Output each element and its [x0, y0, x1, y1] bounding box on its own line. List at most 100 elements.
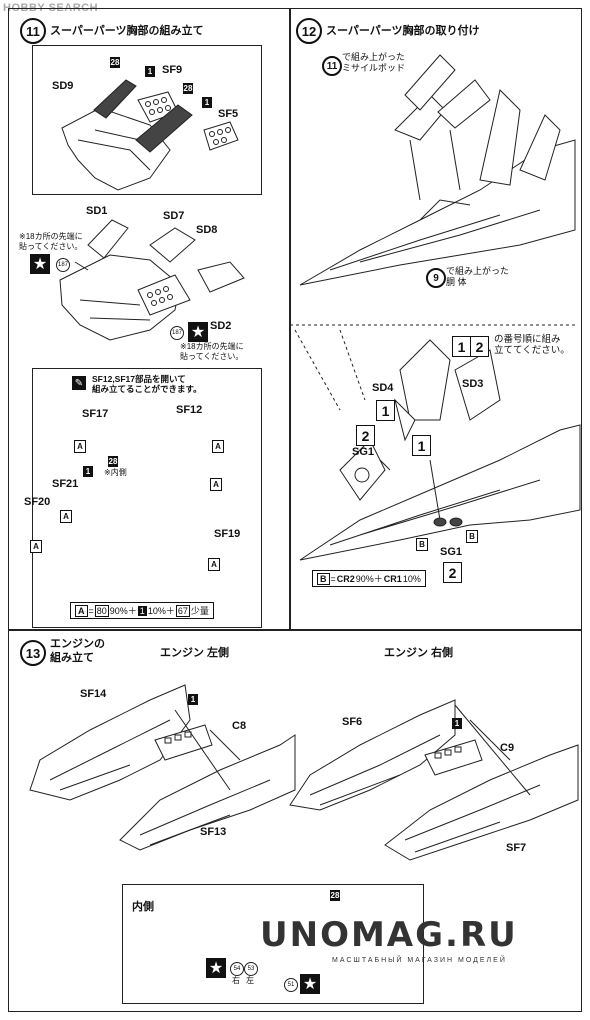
formula-color-3: 67	[175, 604, 190, 617]
part-sf12: SF12	[176, 404, 203, 416]
assembly-tip: SF12,SF17部品を開いて 組み立てることができます。	[92, 374, 202, 395]
order-instruction: の番号順に組み 立ててください。	[494, 334, 570, 357]
step-13-number: 13	[20, 640, 46, 666]
part-sd9: SD9	[52, 80, 74, 92]
part-sf9: SF9	[162, 64, 183, 76]
color-badge-28: 28	[110, 57, 120, 68]
part-sd1: SD1	[86, 205, 108, 217]
part-sd3: SD3	[462, 378, 484, 390]
part-sf6: SF6	[342, 716, 363, 728]
ref-11-text: で組み上がった ミサイルポッド	[342, 52, 406, 73]
color-formula-b: B = CR2 90%＋ CR1 10%	[312, 570, 426, 587]
part-sf20: SF20	[24, 496, 51, 508]
part-sg1: SG1	[352, 446, 375, 458]
step-12-drawing	[290, 54, 581, 561]
color-badge-28: 28	[108, 456, 118, 467]
decal-note-right: ※18カ所の先端に 貼ってください。	[180, 342, 244, 361]
color-badge-1: 1	[452, 718, 462, 729]
formula-pct-2: 10%＋	[147, 606, 175, 616]
formula-mark: A	[75, 604, 88, 617]
color-formula-a: A = 80 90%＋ 1 10%＋ 67 少量	[70, 602, 214, 619]
part-sf13: SF13	[200, 826, 227, 838]
color-badge-1: 1	[145, 66, 155, 77]
inner-note: ※内側	[104, 468, 127, 477]
formula-color-1: CR2	[336, 573, 355, 584]
color-badge-28: 28	[183, 83, 193, 94]
part-sf7: SF7	[506, 842, 527, 854]
formula-pct-1: 90%＋	[109, 606, 137, 616]
decal-note-left: ※18カ所の先端に 貼ってください。	[19, 232, 83, 251]
formula-eq: =	[88, 605, 94, 616]
color-badge-1: 1	[202, 97, 212, 108]
decal-number-53: 53	[244, 962, 258, 976]
decal-number-51: 51	[284, 978, 298, 992]
pencil-icon: ✎	[72, 376, 86, 390]
formula-color-1: 80	[94, 604, 109, 617]
order-mark-2: 2	[356, 425, 375, 446]
part-sd8: SD8	[196, 224, 218, 236]
step-12-title: スーパーパーツ胸部の取り付け	[326, 25, 480, 37]
watermark-site: UNOMAG.RU	[260, 915, 518, 955]
inner-label: 内側	[132, 901, 154, 913]
formula-color-2: CR1	[383, 573, 402, 584]
engine-left-title: エンジン 左側	[160, 647, 230, 659]
inner-detail-box	[122, 884, 424, 1004]
part-c9: C9	[500, 742, 515, 754]
watermark-tagline: МАСШТАБНЫЙ МАГАЗИН МОДЕЛЕЙ	[332, 957, 507, 964]
column-divider	[289, 8, 291, 630]
decal-left-label: 左	[246, 976, 254, 985]
decal-star-icon: ★	[206, 958, 226, 978]
decal-star-icon: ★	[300, 974, 320, 994]
formula-pct-3: 少量	[190, 606, 209, 616]
mark-a: A	[208, 558, 220, 571]
decal-number-54: 54	[230, 962, 244, 976]
part-sf5: SF5	[218, 108, 239, 120]
instruction-frame	[8, 8, 582, 1012]
part-sg1: SG1	[440, 546, 463, 558]
mark-b: B	[416, 538, 428, 551]
mark-a: A	[74, 440, 86, 453]
part-sf21: SF21	[52, 478, 79, 490]
decal-number-187: 187	[56, 258, 70, 272]
step-11-number: 11	[20, 18, 46, 44]
decal-right-label: 右	[232, 976, 240, 985]
part-sf19: SF19	[214, 528, 241, 540]
mark-a: A	[212, 440, 224, 453]
order-mark-1: 1	[376, 400, 395, 421]
part-sd7: SD7	[163, 210, 185, 222]
row-divider	[8, 629, 582, 631]
ref-step-9: 9	[426, 268, 446, 288]
mark-a: A	[60, 510, 72, 523]
part-sd4: SD4	[372, 382, 394, 394]
decal-number-187: 187	[170, 326, 184, 340]
formula-pct-1: 90%＋	[355, 574, 383, 584]
part-sf17: SF17	[82, 408, 109, 420]
step-11-sf-box	[32, 368, 262, 628]
decal-star-icon: ★	[188, 322, 208, 342]
part-sf14: SF14	[80, 688, 107, 700]
step-13-title: エンジンの 組み立て	[50, 638, 105, 664]
decal-star-icon: ★	[30, 254, 50, 274]
mark-b: B	[466, 530, 478, 543]
step-11-title: スーパーパーツ胸部の組み立て	[50, 25, 204, 37]
order-mark-1: 1	[412, 435, 431, 456]
formula-mark: B	[317, 572, 330, 585]
color-badge-1: 1	[188, 694, 198, 705]
formula-color-2: 1	[137, 605, 147, 616]
formula-pct-2: 10%	[402, 573, 421, 584]
order-mark-2: 2	[470, 336, 489, 357]
part-c8: C8	[232, 720, 247, 732]
engine-right-title: エンジン 右側	[384, 647, 454, 659]
order-mark-2: 2	[443, 562, 462, 583]
formula-eq: =	[330, 573, 336, 584]
order-mark-1: 1	[452, 336, 471, 357]
part-sd2: SD2	[210, 320, 232, 332]
ref-step-11: 11	[322, 56, 342, 76]
color-badge-28: 28	[330, 890, 340, 901]
mark-a: A	[210, 478, 222, 491]
mark-a: A	[30, 540, 42, 553]
step-12-number: 12	[296, 18, 322, 44]
color-badge-1: 1	[83, 466, 93, 477]
ref-9-text: で組み上がった 胴 体	[446, 266, 510, 287]
